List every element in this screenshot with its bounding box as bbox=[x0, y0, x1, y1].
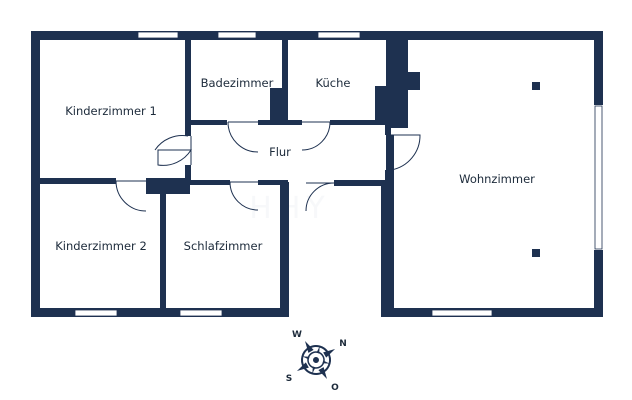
watermark: HHY bbox=[249, 191, 330, 226]
room-labels: Kinderzimmer 1 Badezimmer Küche Flur Woh… bbox=[55, 76, 535, 253]
compass-east: O bbox=[331, 383, 339, 393]
room-label-wohnzimmer: Wohnzimmer bbox=[459, 172, 535, 186]
compass-north: N bbox=[339, 339, 347, 349]
room-label-flur: Flur bbox=[269, 145, 291, 159]
compass-west: W bbox=[292, 330, 302, 340]
compass-rose-icon: N S W O bbox=[286, 330, 347, 393]
compass-south: S bbox=[286, 374, 292, 384]
doors bbox=[115, 121, 421, 212]
room-label-badezimmer: Badezimmer bbox=[201, 76, 274, 90]
room-label-kinderzimmer-2: Kinderzimmer 2 bbox=[55, 239, 147, 253]
room-label-kueche: Küche bbox=[316, 76, 351, 90]
windows bbox=[74, 31, 603, 317]
room-label-kinderzimmer-1: Kinderzimmer 1 bbox=[65, 104, 157, 118]
room-label-schlafzimmer: Schlafzimmer bbox=[184, 239, 263, 253]
